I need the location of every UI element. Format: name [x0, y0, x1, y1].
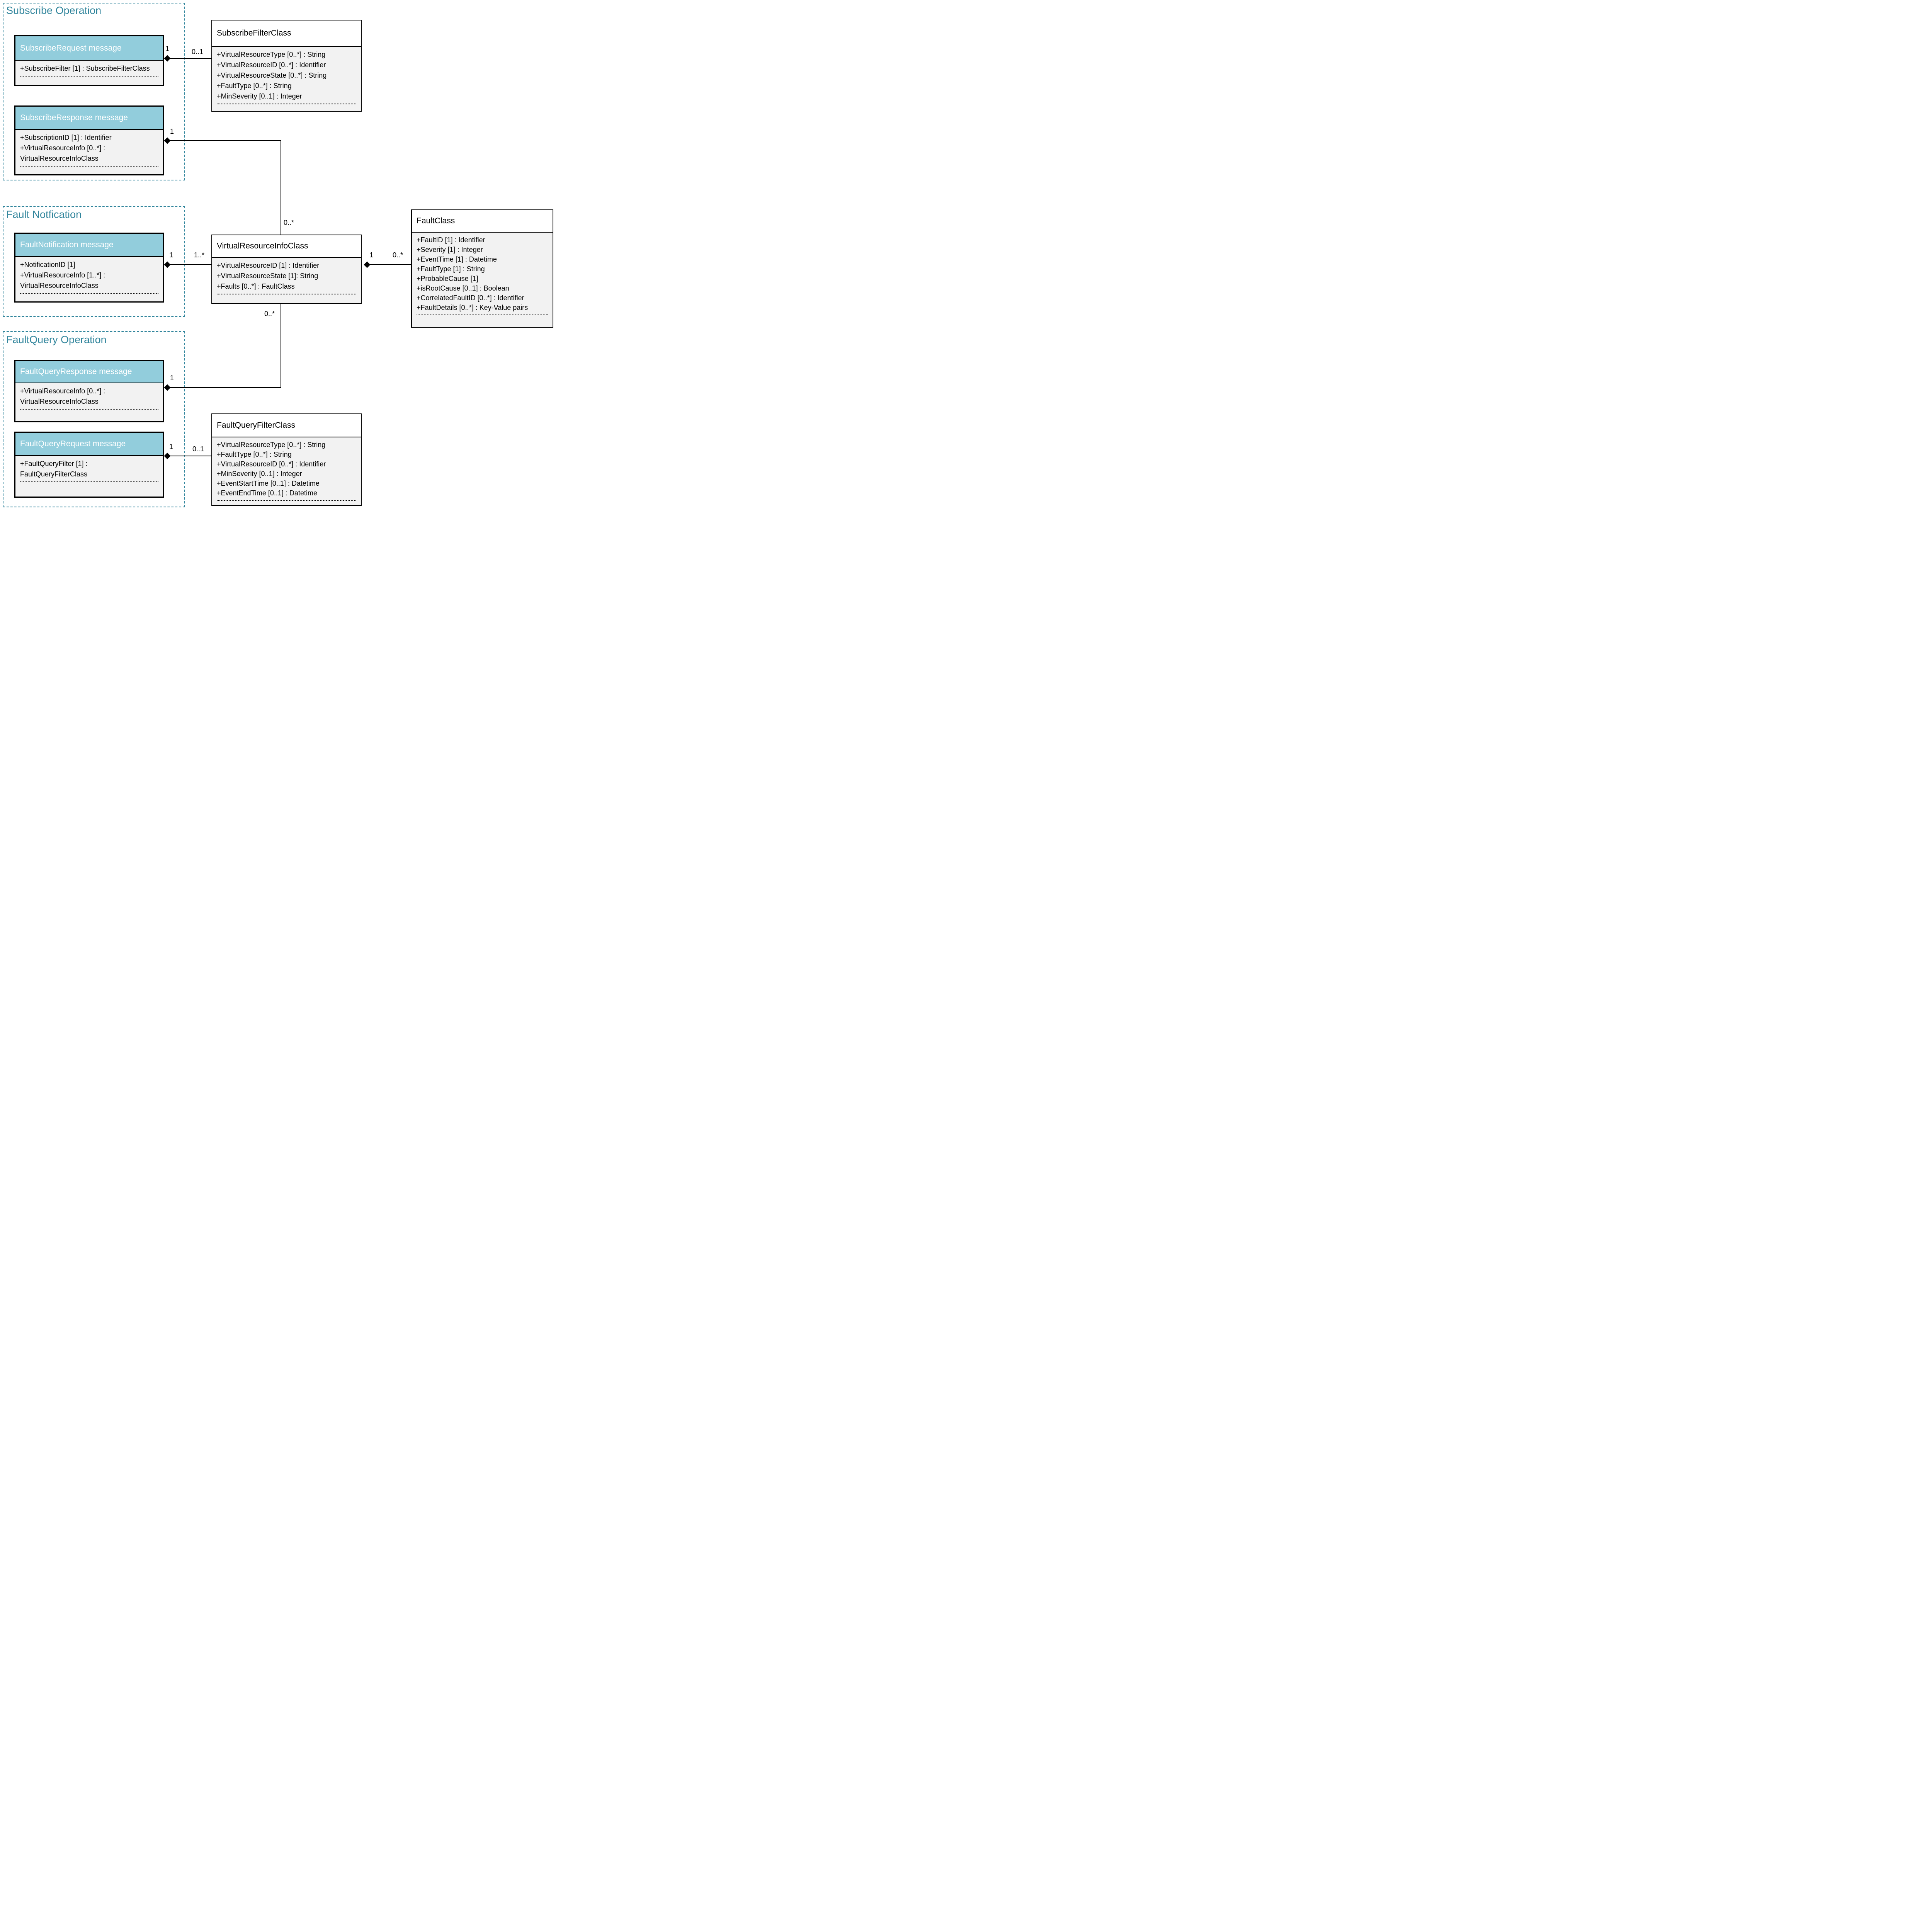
attribute: +EventTime [1] : Datetime	[417, 255, 497, 263]
class-fault-class: FaultClass +FaultID [1] : Identifier +Se…	[411, 209, 553, 328]
attribute: +Faults [0..*] : FaultClass	[217, 282, 295, 290]
uml-class-diagram: Subscribe Operation Fault Notfication Fa…	[0, 0, 554, 507]
attribute: +VirtualResourceInfo [0..*] :	[20, 144, 105, 152]
attribute: +Severity [1] : Integer	[417, 246, 483, 253]
class-virtual-resource-info-class: VirtualResourceInfoClass +VirtualResourc…	[211, 235, 362, 304]
multiplicity-label-whole: 1	[369, 251, 374, 259]
attribute: +VirtualResourceType [0..*] : String	[217, 441, 326, 449]
class-title: FaultQueryResponse message	[15, 361, 163, 383]
attribute: +VirtualResourceState [1]: String	[217, 272, 318, 280]
multiplicity-label-part: 0..1	[192, 48, 204, 56]
class-attributes: +SubscribeFilter [1] : SubscribeFilterCl…	[15, 60, 163, 85]
connector-faultnotification-vric	[167, 264, 211, 265]
multiplicity-label-whole: 1	[170, 374, 174, 382]
attribute: +VirtualResourceInfo [1..*] :	[20, 271, 105, 279]
attribute: VirtualResourceInfoClass	[20, 398, 99, 405]
group-title-fault-notification: Fault Notfication	[6, 209, 82, 220]
class-title: FaultNotification message	[15, 234, 163, 256]
attribute: +VirtualResourceID [0..*] : Identifier	[217, 61, 326, 69]
class-fault-query-request-message: FaultQueryRequest message +FaultQueryFil…	[14, 432, 164, 498]
attribute: FaultQueryFilterClass	[20, 470, 88, 478]
class-attributes: +SubscriptionID [1] : Identifier +Virtua…	[15, 129, 163, 174]
class-title: SubscribeResponse message	[15, 107, 163, 129]
multiplicity-label-whole: 1	[169, 443, 173, 451]
connector-subscriberesponse-vric-horizontal	[167, 140, 281, 141]
connector-qresponse-vric-horizontal	[167, 387, 281, 388]
class-title: VirtualResourceInfoClass	[212, 235, 361, 257]
class-attributes: +VirtualResourceType [0..*] : String +Vi…	[212, 46, 361, 111]
attr-separator	[20, 481, 158, 482]
attribute: +MinSeverity [0..1] : Integer	[217, 92, 302, 100]
class-attributes: +FaultQueryFilter [1] : FaultQueryFilter…	[15, 455, 163, 497]
group-title-subscribe-operation: Subscribe Operation	[6, 5, 102, 16]
attribute: +VirtualResourceState [0..*] : String	[217, 71, 327, 79]
attribute: +VirtualResourceInfo [0..*] :	[20, 387, 105, 395]
attribute: +VirtualResourceID [0..*] : Identifier	[217, 460, 326, 468]
class-subscribe-response-message: SubscribeResponse message +SubscriptionI…	[14, 105, 164, 175]
attribute: +MinSeverity [0..1] : Integer	[217, 470, 302, 478]
class-subscribe-request-message: SubscribeRequest message +SubscribeFilte…	[14, 35, 164, 86]
attribute: +EventEndTime [0..1] : Datetime	[217, 489, 317, 497]
multiplicity-label-part: 0..1	[192, 445, 204, 453]
multiplicity-label-whole: 1	[170, 128, 174, 135]
class-attributes: +VirtualResourceInfo [0..*] : VirtualRes…	[15, 383, 163, 421]
multiplicity-label-whole: 1	[165, 45, 170, 53]
connector-vric-faultclass	[367, 264, 411, 265]
attribute: VirtualResourceInfoClass	[20, 282, 99, 289]
attribute: +EventStartTime [0..1] : Datetime	[217, 480, 320, 487]
attr-separator	[20, 409, 158, 410]
class-title: FaultClass	[412, 210, 553, 232]
attr-separator	[20, 166, 158, 167]
class-subscribe-filter-class: SubscribeFilterClass +VirtualResourceTyp…	[211, 20, 362, 112]
multiplicity-label-part: 1..*	[194, 251, 205, 259]
attribute: +FaultID [1] : Identifier	[417, 236, 485, 244]
attribute: +FaultDetails [0..*] : Key-Value pairs	[417, 304, 528, 311]
group-subscribe-operation	[3, 3, 185, 180]
class-fault-notification-message: FaultNotification message +NotificationI…	[14, 233, 164, 303]
class-title: SubscribeFilterClass	[212, 20, 361, 46]
multiplicity-label-whole: 1	[169, 251, 173, 259]
multiplicity-label-part: 0..*	[393, 251, 403, 259]
attr-separator	[217, 500, 356, 501]
class-attributes: +VirtualResourceType [0..*] : String +Fa…	[212, 437, 361, 505]
attribute: +FaultType [1] : String	[417, 265, 485, 273]
class-title: FaultQueryFilterClass	[212, 414, 361, 437]
attr-separator	[20, 293, 158, 294]
attribute: +SubscribeFilter [1] : SubscribeFilterCl…	[20, 65, 150, 72]
connector-subscriberequest-subscribefilter	[167, 58, 211, 59]
group-fault-query-operation	[3, 331, 185, 507]
group-fault-notification	[3, 206, 185, 317]
group-title-fault-query-operation: FaultQuery Operation	[6, 334, 107, 345]
attribute: +FaultType [0..*] : String	[217, 82, 292, 90]
class-fault-query-filter-class: FaultQueryFilterClass +VirtualResourceTy…	[211, 413, 362, 506]
class-title: SubscribeRequest message	[15, 36, 163, 60]
attribute: +CorrelatedFaultID [0..*] : Identifier	[417, 294, 524, 302]
multiplicity-label-part: 0..*	[284, 219, 294, 226]
multiplicity-label-part: 0..*	[264, 310, 275, 318]
attr-separator	[20, 76, 158, 77]
composition-diamond-vric	[364, 261, 371, 268]
attribute: +ProbableCause [1]	[417, 275, 478, 282]
attribute: VirtualResourceInfoClass	[20, 155, 99, 162]
attribute: +VirtualResourceType [0..*] : String	[217, 51, 326, 58]
attribute: +SubscriptionID [1] : Identifier	[20, 134, 112, 141]
class-attributes: +VirtualResourceID [1] : Identifier +Vir…	[212, 257, 361, 303]
attribute: +FaultQueryFilter [1] :	[20, 460, 88, 468]
class-attributes: +NotificationID [1] +VirtualResourceInfo…	[15, 256, 163, 301]
class-title: FaultQueryRequest message	[15, 433, 163, 455]
class-attributes: +FaultID [1] : Identifier +Severity [1] …	[412, 232, 553, 327]
class-fault-query-response-message: FaultQueryResponse message +VirtualResou…	[14, 360, 164, 422]
attribute: +isRootCause [0..1] : Boolean	[417, 284, 509, 292]
attribute: +NotificationID [1]	[20, 261, 75, 269]
attribute: +FaultType [0..*] : String	[217, 451, 292, 458]
attribute: +VirtualResourceID [1] : Identifier	[217, 262, 320, 269]
